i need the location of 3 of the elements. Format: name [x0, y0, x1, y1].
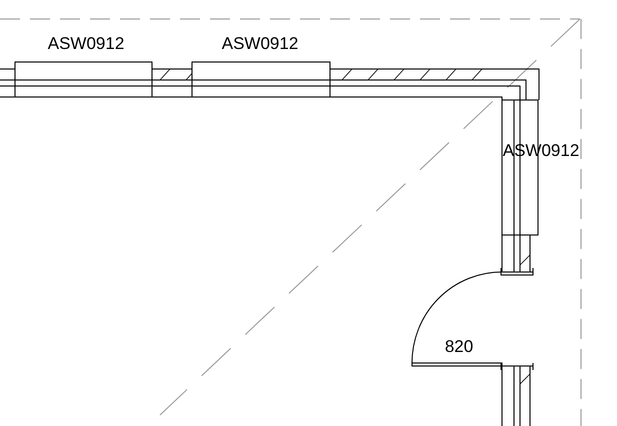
window-tag: ASW0912 — [222, 34, 298, 54]
door-width-label: 820 — [444, 337, 474, 357]
window-tag: ASW0912 — [48, 34, 124, 54]
